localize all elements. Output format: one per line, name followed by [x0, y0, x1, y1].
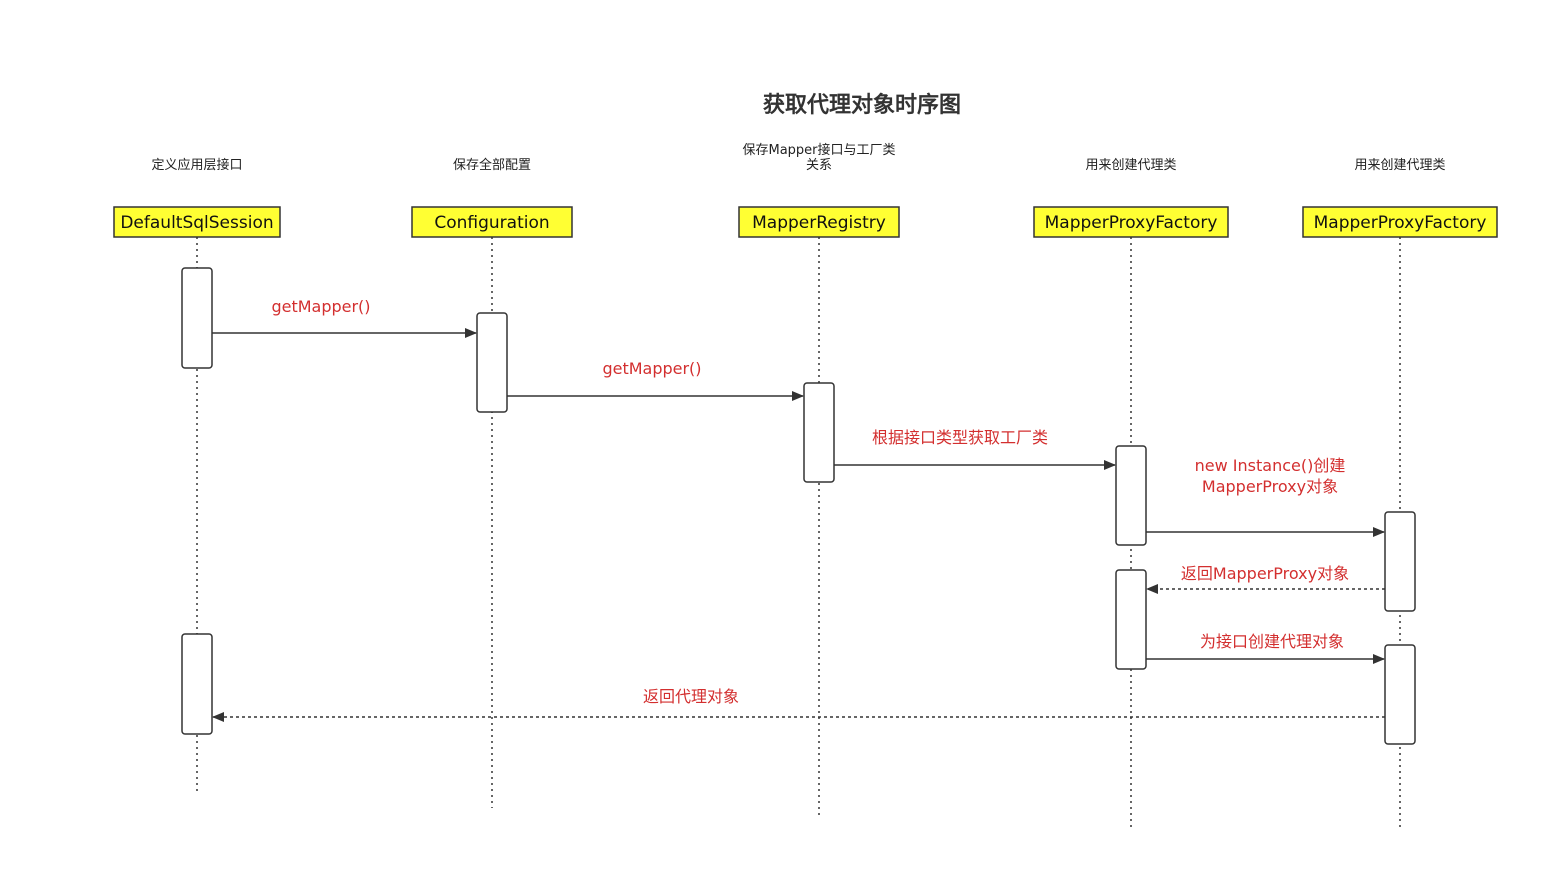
activation-bar — [181, 267, 213, 369]
activation-bar — [803, 382, 835, 483]
message-2: getMapper() — [507, 359, 804, 401]
participant-box — [1302, 206, 1498, 238]
participant-box — [1033, 206, 1229, 238]
participant-name: MapperProxyFactory — [1314, 213, 1487, 233]
participant-box — [411, 206, 573, 238]
message-label: new Instance()创建 — [1195, 456, 1346, 475]
message-1: getMapper() — [212, 297, 477, 338]
participant-p3: MapperProxyFactory 用来创建代理类 — [1033, 158, 1229, 238]
participants: DefaultSqlSession 定义应用层接口 Configuration 保存全… — [113, 142, 1498, 238]
message-label: 为接口创建代理对象 — [1200, 632, 1344, 651]
message-label: getMapper() — [602, 359, 701, 378]
message-label: 根据接口类型获取工厂类 — [872, 428, 1048, 447]
participant-note: 定义应用层接口 — [151, 157, 242, 173]
message-label: 返回MapperProxy对象 — [1181, 564, 1349, 583]
message-7: 返回代理对象 — [212, 687, 1385, 722]
participant-box — [738, 206, 900, 238]
message-6: 为接口创建代理对象 — [1146, 632, 1385, 664]
message-4: new Instance()创建 MapperProxy对象 — [1146, 456, 1385, 537]
participant-p4: MapperProxyFactory 用来创建代理类 — [1302, 158, 1498, 238]
participant-note: 用来创建代理类 — [1354, 158, 1445, 173]
participant-name: MapperRegistry — [752, 213, 886, 233]
activation-bar — [181, 633, 213, 735]
participant-name: DefaultSqlSession — [120, 213, 273, 233]
participant-name: MapperProxyFactory — [1045, 213, 1218, 233]
diagram-title: 获取代理对象时序图 — [763, 92, 961, 118]
message-label: 返回代理对象 — [643, 687, 739, 706]
participant-note: 关系 — [806, 158, 832, 173]
participant-note: 保存Mapper接口与工厂类 — [742, 142, 895, 158]
activation-bar — [1384, 511, 1416, 612]
activation-bars — [181, 267, 1416, 745]
participant-p0: DefaultSqlSession 定义应用层接口 — [113, 157, 281, 238]
message-label: getMapper() — [271, 297, 370, 316]
message-3: 根据接口类型获取工厂类 — [834, 428, 1116, 470]
message-label: MapperProxy对象 — [1202, 477, 1338, 496]
activation-bar — [1115, 445, 1147, 546]
activation-bar — [1115, 569, 1147, 670]
messages: getMapper() getMapper() 根据接口类型获取工厂类 new Ins… — [212, 297, 1385, 722]
participant-note: 保存全部配置 — [453, 157, 531, 173]
activation-bar — [1384, 644, 1416, 745]
participant-p1: Configuration 保存全部配置 — [411, 157, 573, 238]
message-5: 返回MapperProxy对象 — [1146, 564, 1385, 594]
participant-box — [113, 206, 281, 238]
participant-name: Configuration — [434, 213, 549, 233]
participant-note: 用来创建代理类 — [1085, 158, 1176, 173]
activation-bar — [476, 312, 508, 413]
